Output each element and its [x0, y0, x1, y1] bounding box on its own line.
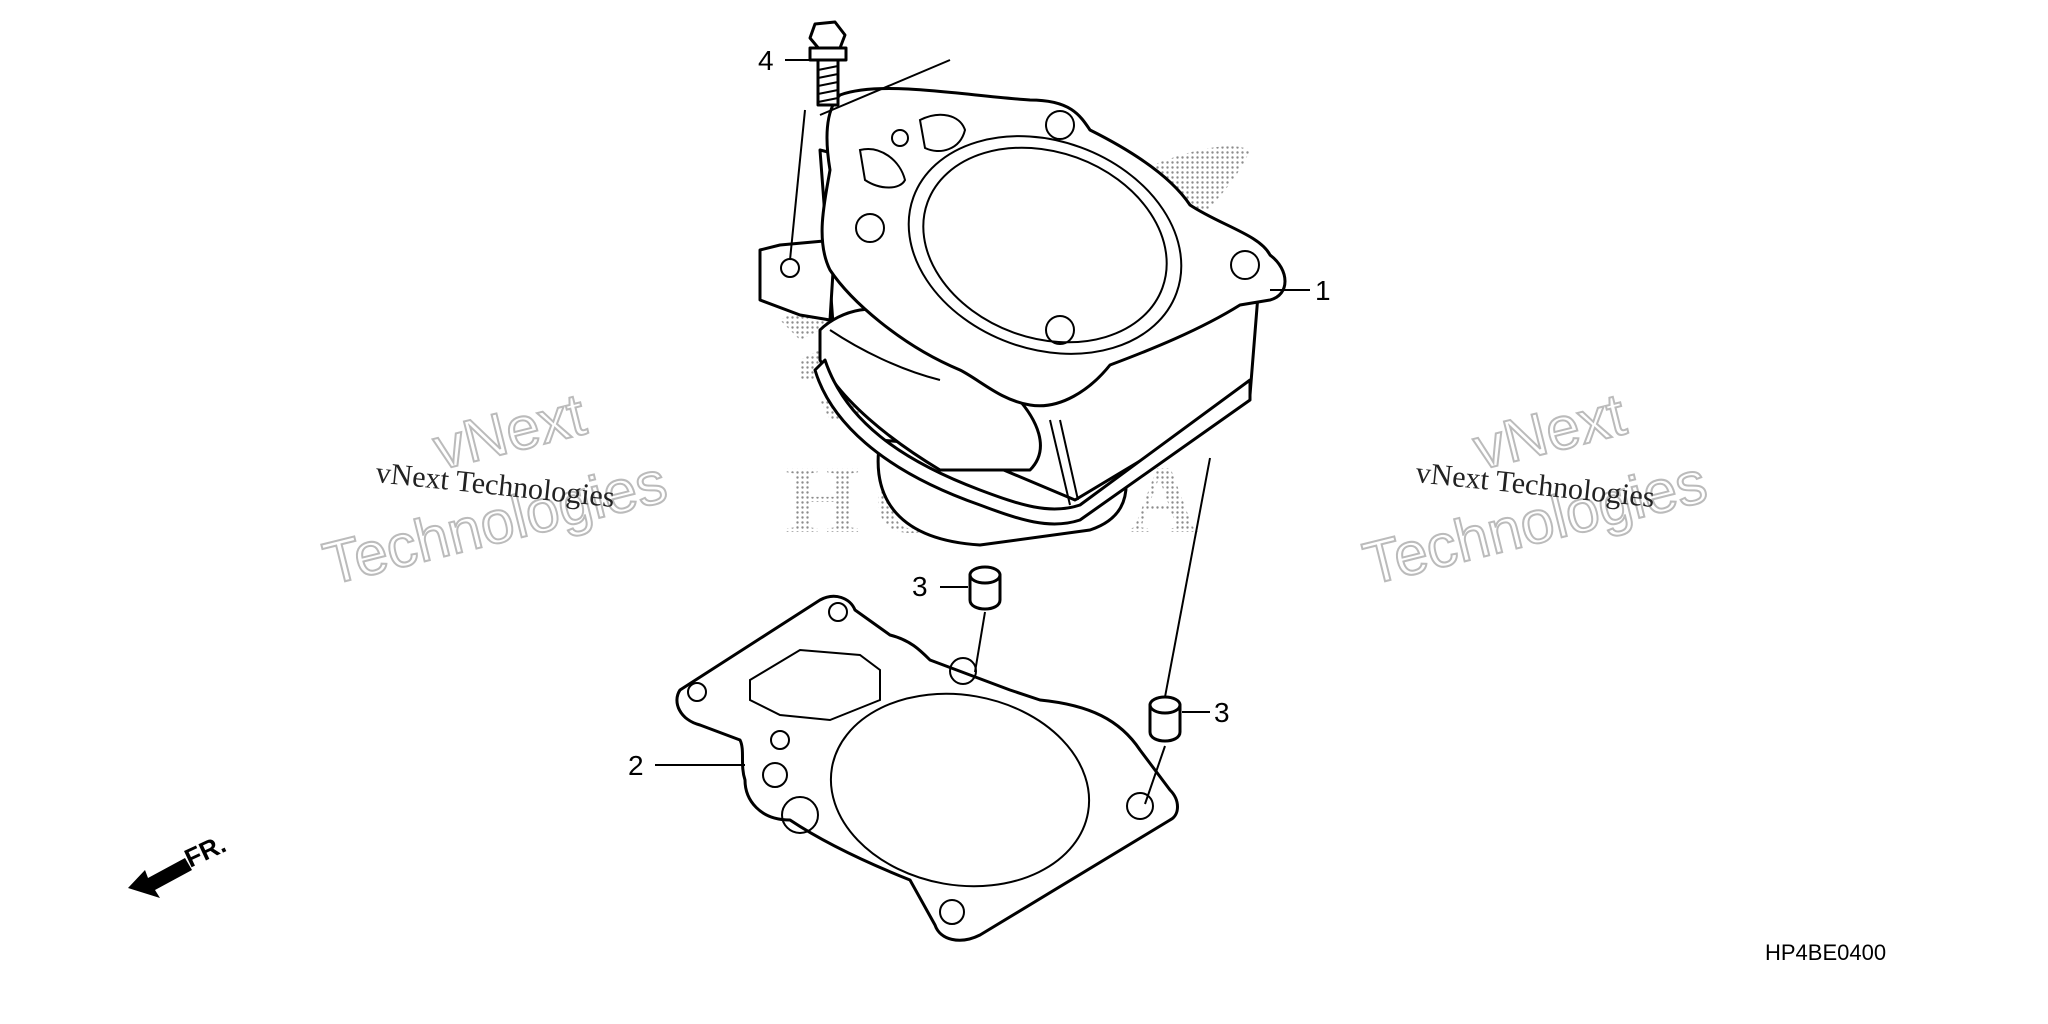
bolt-part[interactable] — [808, 20, 848, 107]
gasket-part[interactable] — [675, 594, 1179, 942]
leader-lines — [655, 59, 1310, 805]
dowel-pin-left[interactable] — [968, 565, 1002, 611]
callout-number-3-left: 3 — [912, 571, 928, 602]
diagram-code: HP4BE0400 — [1765, 940, 1886, 965]
dowel-pin-right[interactable] — [1148, 695, 1182, 743]
watermark-right: vNext Technologies vNext Technologies — [1356, 379, 1714, 598]
callout-number-4: 4 — [758, 45, 774, 76]
arrow-left-icon — [128, 858, 192, 898]
callout-number-3-right: 3 — [1214, 697, 1230, 728]
callout-number-1: 1 — [1315, 275, 1331, 306]
watermark-left: vNext Technologies vNext Technologies — [316, 379, 674, 598]
cylinder-part[interactable] — [758, 87, 1287, 547]
front-direction-arrow: FR. — [128, 829, 231, 898]
callout-number-2: 2 — [628, 750, 644, 781]
